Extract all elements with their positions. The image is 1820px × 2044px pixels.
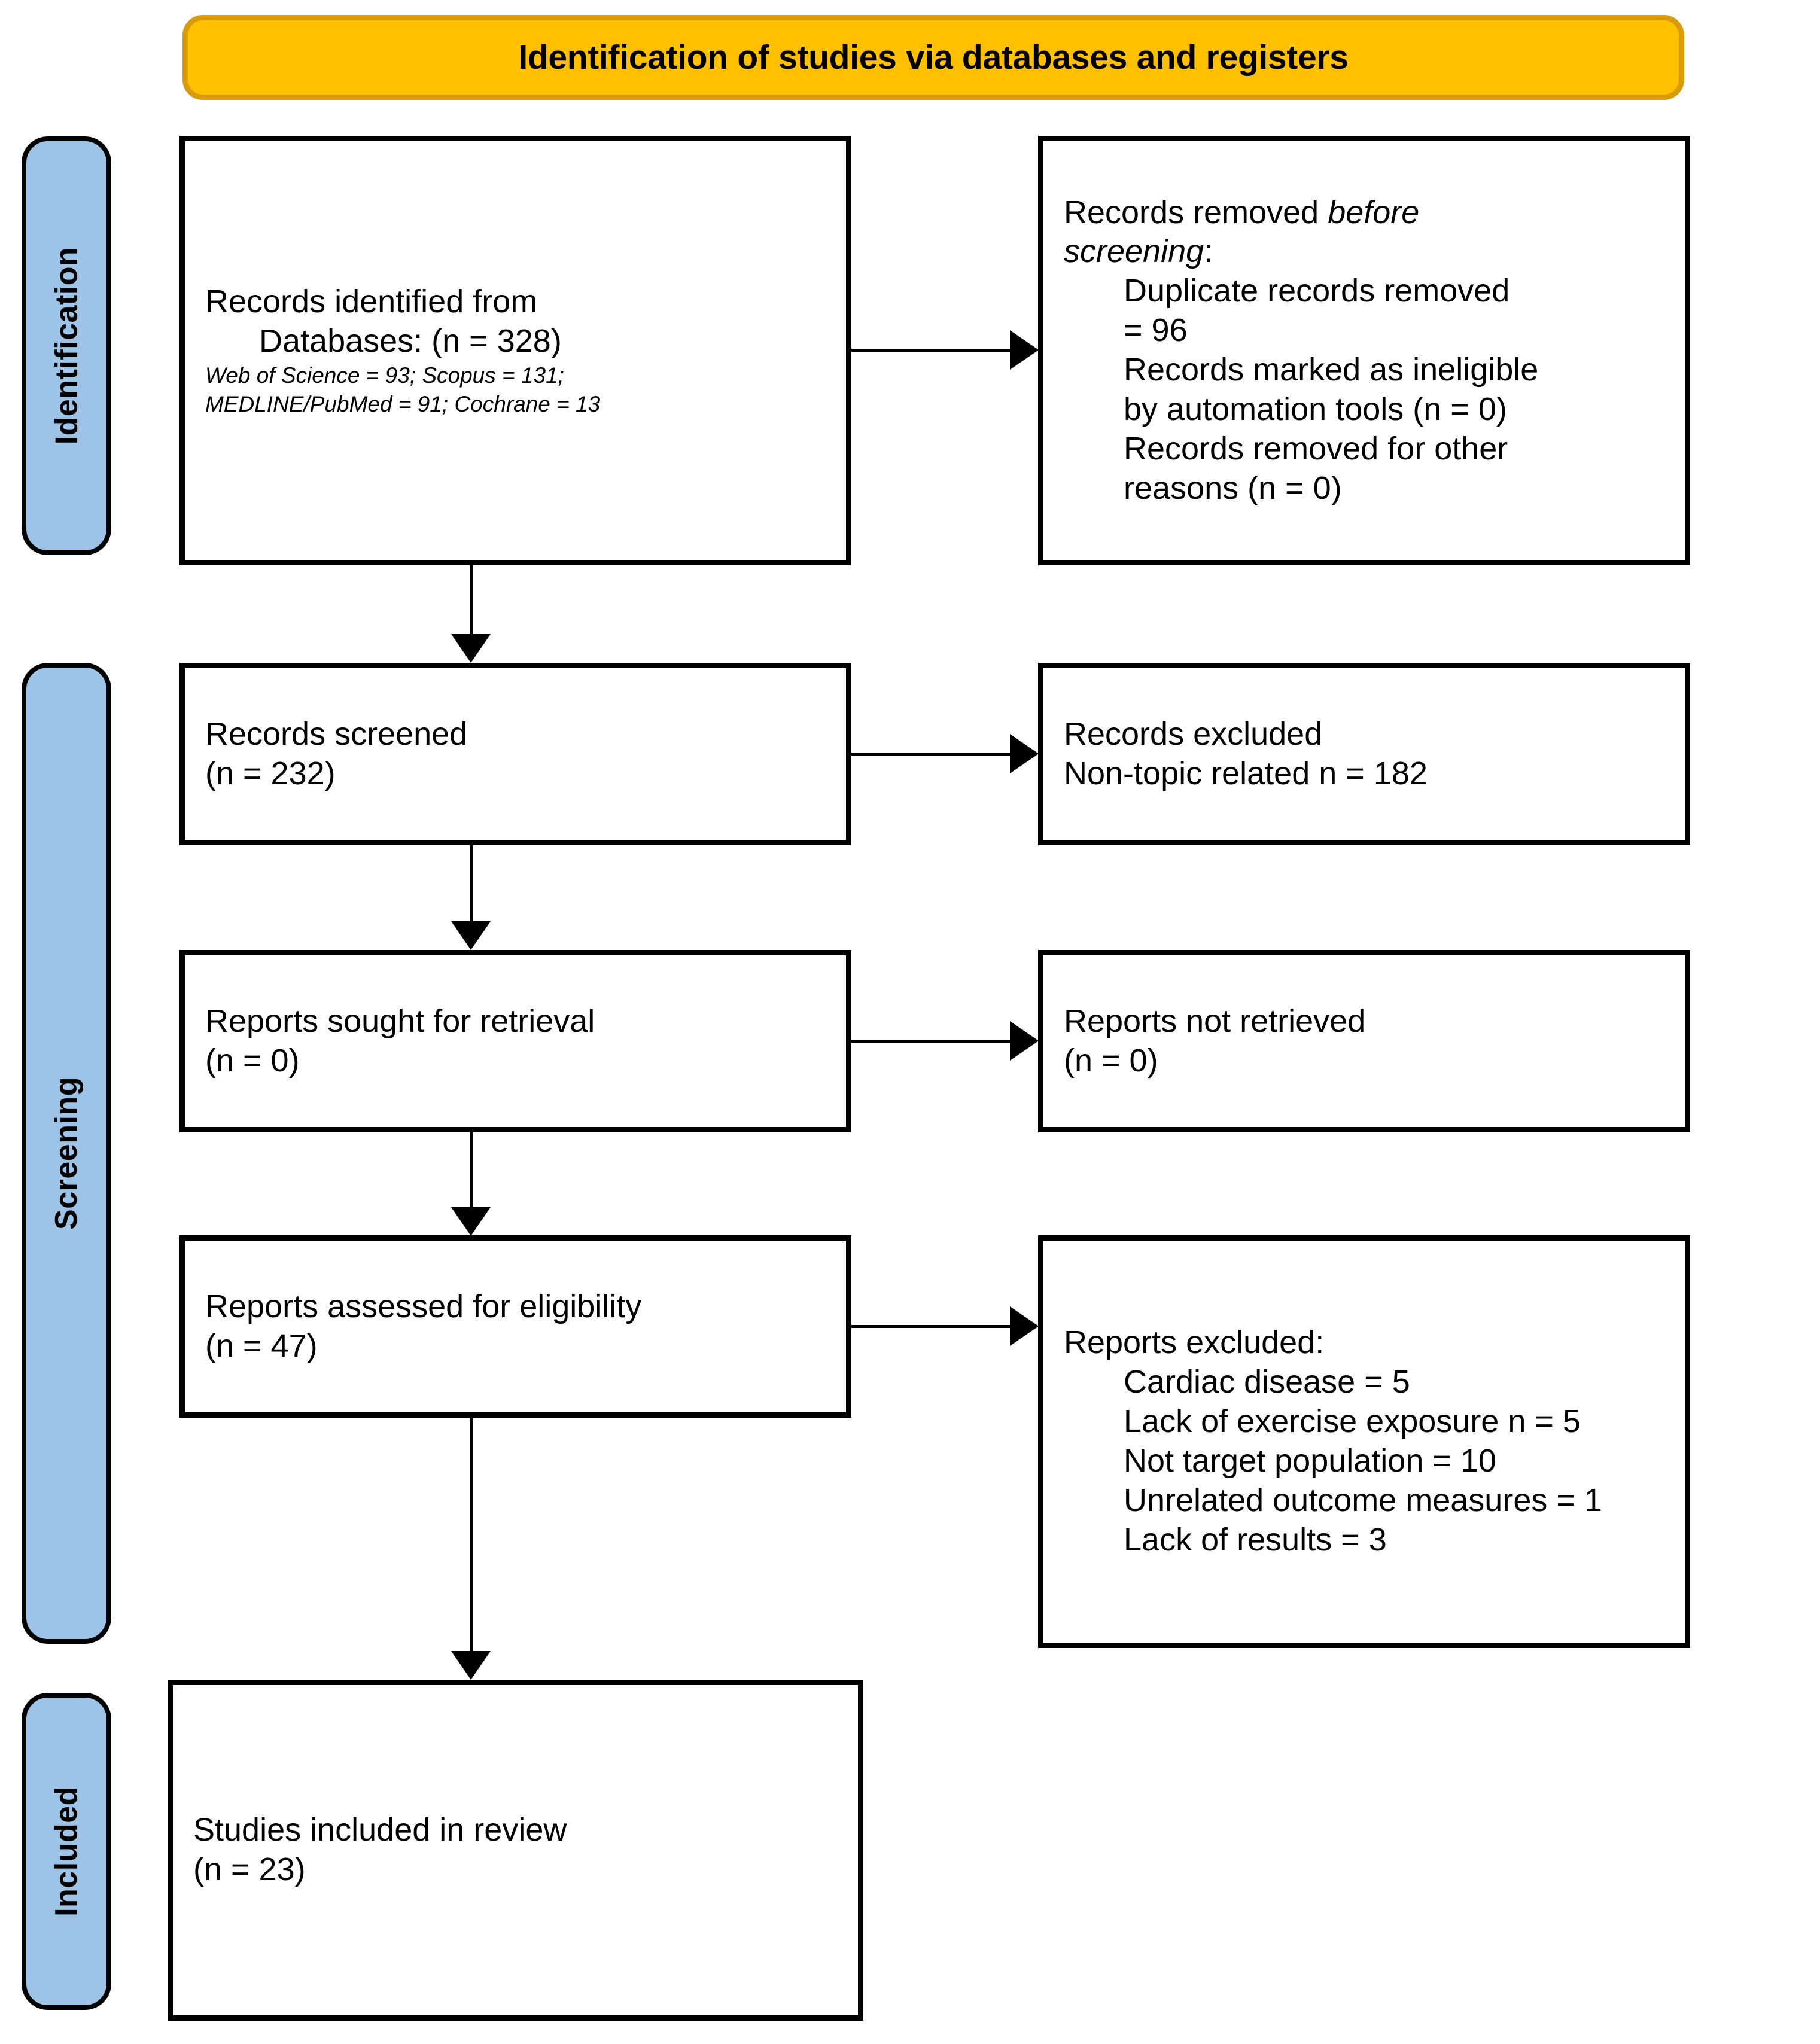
reports-sought-line2: (n = 0) [205, 1042, 300, 1079]
reports-not-retrieved-line2: (n = 0) [1064, 1042, 1158, 1079]
reports-assessed-line1: Reports assessed for eligibility [205, 1288, 642, 1324]
connector-assessed-to-included [470, 1418, 473, 1652]
reports-excluded-reason-1: Cardiac disease = 5 [1124, 1364, 1410, 1400]
reports-excluded-reason-3: Not target population = 10 [1124, 1443, 1496, 1479]
box-reports-excluded: Reports excluded: Cardiac disease = 5 La… [1038, 1235, 1690, 1648]
arrow-down-icon-assessed-to-included [451, 1651, 491, 1680]
records-removed-heading-prefix: Records removed [1064, 194, 1328, 230]
box-studies-included-in-review: Studies included in review (n = 23) [168, 1680, 863, 2021]
reports-excluded-reason-4: Unrelated outcome measures = 1 [1124, 1482, 1602, 1518]
records-identified-detail2: MEDLINE/PubMed = 91; Cochrane = 13 [205, 391, 601, 416]
studies-included-line2: (n = 23) [193, 1851, 306, 1887]
arrow-down-icon-sought-to-assessed [451, 1207, 491, 1236]
connector-identified-to-screened [470, 565, 473, 636]
box-reports-sought-for-retrieval: Reports sought for retrieval (n = 0) [179, 950, 851, 1132]
records-removed-item3b: reasons (n = 0) [1124, 470, 1342, 506]
reports-assessed-line2: (n = 47) [205, 1327, 318, 1364]
stage-label-included-text: Included [49, 1786, 84, 1917]
records-removed-heading-line1: Records removed before [1064, 193, 1664, 233]
arrow-down-icon-identified-to-screened [451, 634, 491, 663]
stage-label-identification: Identification [22, 136, 111, 555]
stage-label-included: Included [22, 1693, 111, 2010]
connector-identified-to-removed [851, 349, 1010, 352]
stage-label-screening-text: Screening [49, 1077, 84, 1230]
stage-label-identification-text: Identification [49, 246, 84, 445]
reports-excluded-reason-5: Lack of results = 3 [1124, 1521, 1387, 1558]
records-removed-heading-italic1: before [1328, 194, 1420, 230]
connector-screened-to-excluded [851, 753, 1010, 756]
diagram-header-banner: Identification of studies via databases … [182, 15, 1684, 100]
stage-label-screening: Screening [22, 663, 111, 1644]
arrow-right-icon-sought-to-not-retrieved [1010, 1021, 1039, 1061]
reports-excluded-heading: Reports excluded: [1064, 1324, 1325, 1361]
records-removed-item1: Duplicate records removed [1124, 273, 1510, 309]
box-reports-not-retrieved: Reports not retrieved (n = 0) [1038, 950, 1690, 1132]
connector-sought-to-assessed [470, 1132, 473, 1207]
connector-screened-to-sought [470, 845, 473, 921]
reports-excluded-reason-2: Lack of exercise exposure n = 5 [1124, 1403, 1581, 1440]
records-removed-item2b: by automation tools (n = 0) [1124, 391, 1507, 427]
arrow-right-icon-screened-to-excluded [1010, 734, 1039, 773]
records-screened-line1: Records screened [205, 715, 468, 752]
arrow-down-icon-screened-to-sought [451, 921, 491, 950]
box-records-removed-before-screening: Records removed before screening: Duplic… [1038, 136, 1690, 565]
records-screened-line2: (n = 232) [205, 755, 336, 791]
box-records-identified: Records identified from Databases: (n = … [179, 136, 851, 565]
records-identified-detail1: Web of Science = 93; Scopus = 131; [205, 363, 564, 388]
reports-sought-line1: Reports sought for retrieval [205, 1003, 595, 1039]
records-excluded-line2: Non-topic related n = 182 [1064, 755, 1428, 791]
records-removed-heading-suffix: : [1204, 233, 1213, 270]
box-records-excluded: Records excluded Non-topic related n = 1… [1038, 663, 1690, 845]
records-identified-line2: Databases: (n = 328) [259, 322, 562, 359]
box-reports-assessed-for-eligibility: Reports assessed for eligibility (n = 47… [179, 1235, 851, 1418]
connector-sought-to-not-retrieved [851, 1040, 1010, 1043]
records-removed-item1b: = 96 [1124, 312, 1188, 349]
records-removed-item2: Records marked as ineligible [1124, 352, 1539, 388]
box-records-screened: Records screened (n = 232) [179, 663, 851, 845]
records-identified-line1: Records identified from [205, 284, 538, 320]
arrow-right-icon-identified-to-removed [1010, 330, 1039, 370]
arrow-right-icon-assessed-to-reports-excluded [1010, 1306, 1039, 1346]
connector-assessed-to-reports-excluded [851, 1325, 1010, 1328]
records-removed-heading-line2: screening: [1064, 232, 1664, 272]
records-removed-item3: Records removed for other [1124, 430, 1508, 467]
studies-included-line1: Studies included in review [193, 1812, 567, 1848]
records-removed-heading-italic2: screening [1064, 233, 1204, 270]
diagram-title: Identification of studies via databases … [518, 38, 1349, 77]
reports-not-retrieved-line1: Reports not retrieved [1064, 1003, 1366, 1039]
records-excluded-line1: Records excluded [1064, 715, 1323, 752]
